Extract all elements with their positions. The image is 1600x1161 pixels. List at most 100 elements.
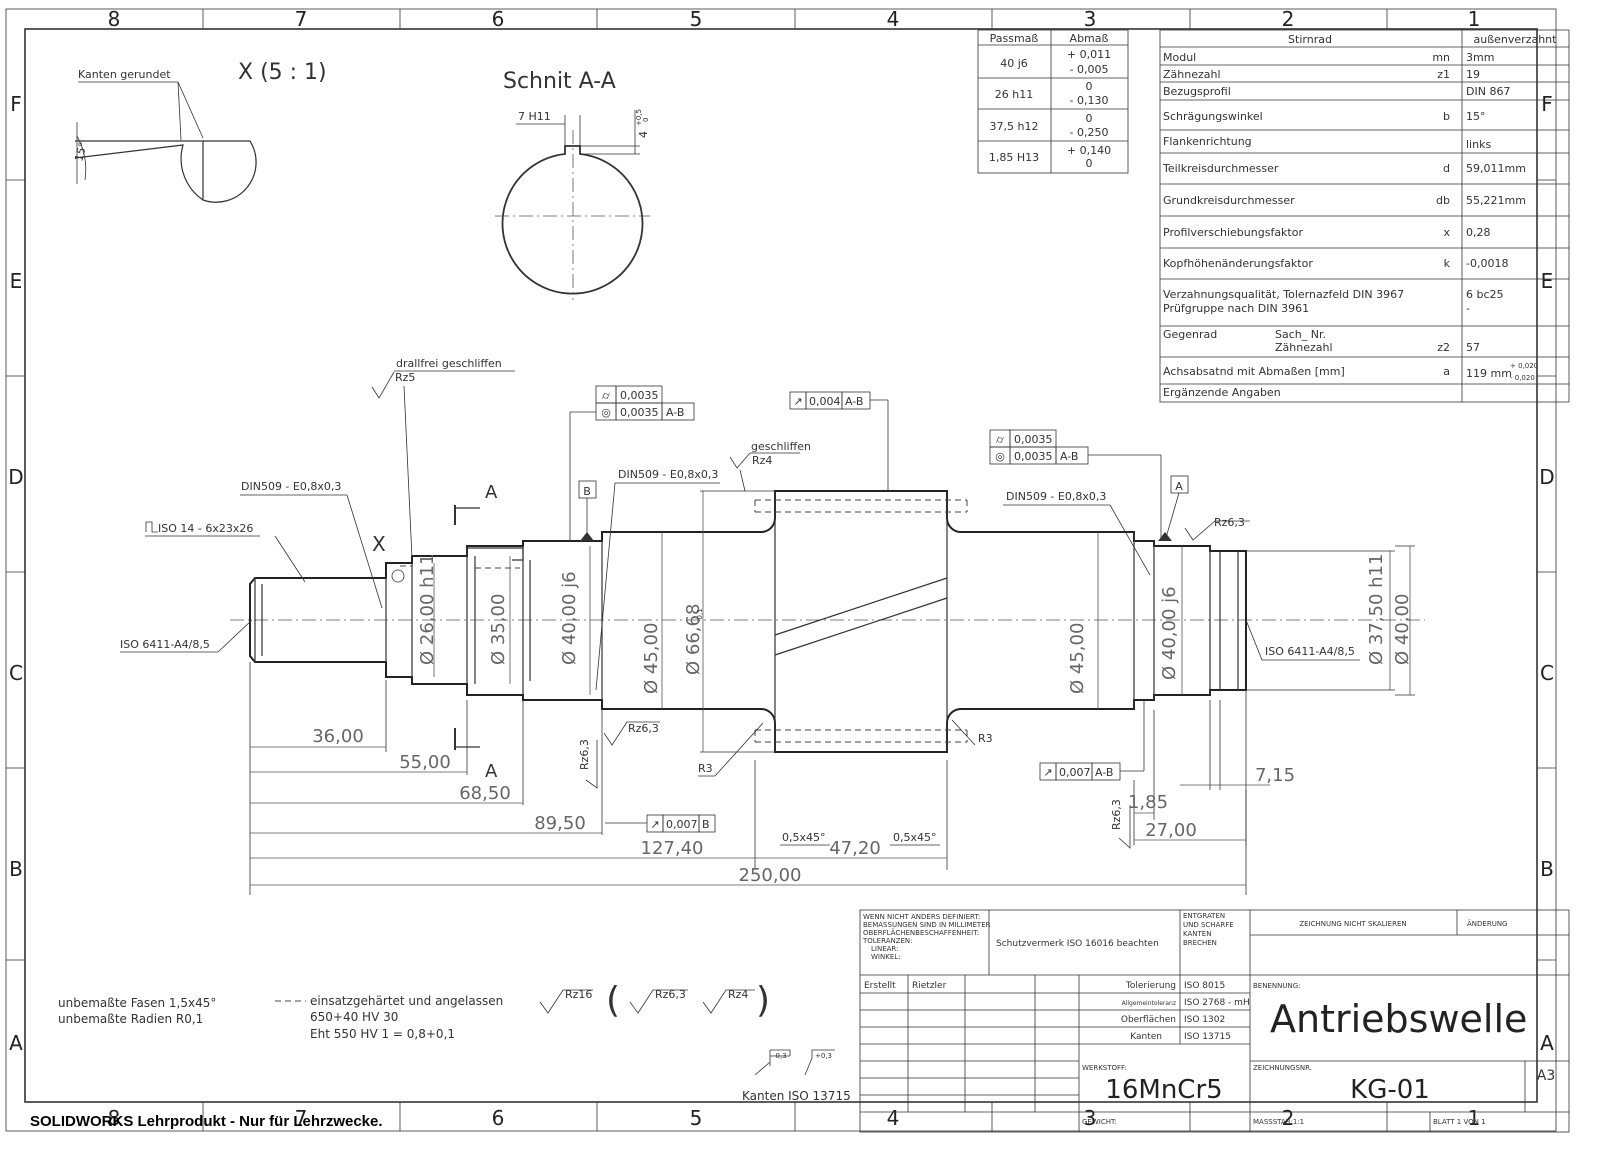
tb-entgraten-3: KANTEN bbox=[1183, 930, 1211, 938]
paren-close-icon: ) bbox=[756, 980, 770, 1021]
tb-allgemein-val: ISO 2768 - mH bbox=[1184, 998, 1250, 1008]
tb-zeichnungsnr: KG-01 bbox=[1350, 1075, 1430, 1105]
section-aa-depth-tol-lower: 0 bbox=[642, 118, 650, 122]
note-drallfrei: drallfrei geschliffen bbox=[396, 357, 502, 370]
tb-benennung: Antriebswelle bbox=[1270, 997, 1527, 1041]
row-label-b-left: B bbox=[9, 857, 23, 881]
col-label-3-top: 3 bbox=[1084, 7, 1097, 31]
gdt-conc-right: 0,0035 bbox=[1014, 450, 1053, 463]
detail-x-marker: X bbox=[372, 532, 386, 556]
gear-row-7-value: 55,221mm bbox=[1466, 194, 1526, 207]
col-label-5-top: 5 bbox=[690, 7, 703, 31]
note-rz63-bottom: Rz6,3 bbox=[655, 988, 686, 1001]
cylindricity-icon: ⌭ bbox=[602, 389, 610, 402]
gear-gegenrad-label: Gegenrad bbox=[1163, 328, 1217, 341]
fit-row-2-fit: 26 h11 bbox=[995, 88, 1033, 101]
gear-row-5-label: Flankenrichtung bbox=[1163, 135, 1252, 148]
gear-achs-value: 119 mm bbox=[1466, 367, 1512, 380]
gear-header-left: Stirnrad bbox=[1288, 33, 1332, 46]
gear-row-6-value: 59,011mm bbox=[1466, 162, 1526, 175]
note-rz63-left-bottom: Rz6,3 bbox=[578, 739, 591, 770]
col-label-4-bottom: 4 bbox=[887, 1106, 900, 1130]
note-rz63-right-bottom: Rz6,3 bbox=[1110, 799, 1123, 830]
detail-x-note: Kanten gerundet bbox=[78, 68, 171, 81]
gear-achs-label: Achsabsatnd mit Abmaßen [mm] bbox=[1163, 365, 1345, 378]
gdt-conc-left: 0,0035 bbox=[620, 406, 659, 419]
detail-x-title: X (5 : 1) bbox=[238, 60, 327, 85]
note-rz5: Rz5 bbox=[395, 371, 415, 384]
gear-row-1-sym: mn bbox=[1432, 51, 1450, 64]
note-chamfer-left: 0,5x45° bbox=[782, 831, 826, 844]
section-aa-title: Schnit A-A bbox=[503, 69, 616, 94]
gear-row-7-label: Grundkreisdurchmesser bbox=[1163, 194, 1295, 207]
section-aa-view: Schnit A-A 7 H11 4 +0,5 0 bbox=[495, 69, 650, 300]
row-label-a-left: A bbox=[9, 1031, 23, 1055]
row-label-f-right: F bbox=[1541, 92, 1553, 116]
gear-row-9-label: Kopfhöhenänderungsfaktor bbox=[1163, 257, 1313, 270]
gdt-runout-right: 0,007 bbox=[1059, 766, 1091, 779]
fit-row-4-upper: + 0,140 bbox=[1067, 144, 1111, 157]
fit-row-4-fit: 1,85 H13 bbox=[989, 151, 1039, 164]
gear-achs-sym: a bbox=[1443, 365, 1450, 378]
fit-row-3-upper: 0 bbox=[1086, 112, 1093, 125]
gdt-runout-right-ref: A-B bbox=[1095, 766, 1113, 779]
gear-row-3-label: Bezugsprofil bbox=[1163, 85, 1231, 98]
col-label-8-bottom: 8 bbox=[108, 1106, 121, 1130]
section-aa-depth: 4 bbox=[637, 131, 650, 138]
detail-x-view: X (5 : 1) Kanten gerundet 15° bbox=[72, 60, 327, 203]
gear-row-2-sym: z1 bbox=[1437, 68, 1450, 81]
gear-quality-label-2: Prüfgruppe nach DIN 3961 bbox=[1163, 302, 1309, 315]
section-aa-width: 7 H11 bbox=[518, 110, 551, 123]
runout-icon-bottom: ↗ bbox=[650, 818, 659, 831]
gear-header-right: außenverzahnt bbox=[1474, 33, 1558, 46]
tb-kanten-val: ISO 13715 bbox=[1184, 1032, 1231, 1042]
fit-row-2-upper: 0 bbox=[1086, 80, 1093, 93]
watermark-text: SOLIDWORKS Lehrprodukt - Nur für Lehrzwe… bbox=[30, 1113, 383, 1130]
gear-row-2-label: Zähnezahl bbox=[1163, 68, 1221, 81]
gear-row-9-sym: k bbox=[1444, 257, 1451, 270]
dim-d40-left: Ø 40,00 j6 bbox=[559, 571, 580, 665]
note-rz63-left-top: Rz6,3 bbox=[628, 722, 659, 735]
dim-l55: 55,00 bbox=[399, 752, 451, 773]
gear-row-8-sym: x bbox=[1443, 226, 1450, 239]
gear-sach-nr-label: Sach_ Nr. bbox=[1275, 328, 1326, 341]
tb-general-2: BEMASSUNGEN SIND IN MILLIMETER bbox=[863, 921, 991, 929]
note-r3-left: R3 bbox=[698, 762, 713, 775]
row-label-b-right: B bbox=[1540, 857, 1554, 881]
gear-row-8-label: Profilverschiebungsfaktor bbox=[1163, 226, 1303, 239]
dim-l8950: 89,50 bbox=[534, 813, 586, 834]
tb-general-4: TOLERANZEN: bbox=[862, 937, 913, 945]
note-radien: unbemaßte Radien R0,1 bbox=[58, 1012, 203, 1026]
dim-l36: 36,00 bbox=[312, 726, 364, 747]
tb-general-3: OBERFLÄCHENBESCHAFFENHEIT: bbox=[863, 928, 979, 937]
gdt-cyl-left: 0,0035 bbox=[620, 389, 659, 402]
gear-row-5-value: links bbox=[1466, 138, 1491, 151]
gear-data-table: Stirnrad außenverzahnt Modul mn 3mm Zähn… bbox=[1159, 29, 1570, 403]
section-cut-a-bottom: A bbox=[485, 761, 498, 782]
tb-general-1: WENN NICHT ANDERS DEFINIERT: bbox=[863, 913, 980, 921]
tb-massstab: MASSSTAB:1:1 bbox=[1253, 1118, 1304, 1126]
runout-icon-right: ↗ bbox=[1043, 766, 1052, 779]
tb-gewicht-label: GEWICHT: bbox=[1082, 1118, 1117, 1126]
gear-row-3-value: DIN 867 bbox=[1466, 85, 1510, 98]
col-label-5-bottom: 5 bbox=[690, 1106, 703, 1130]
tb-allgemein: Allgemeintoleranz bbox=[1122, 1000, 1176, 1007]
dim-d3750: Ø 37,50 h11 bbox=[1366, 554, 1387, 665]
tb-tolerierung-val: ISO 8015 bbox=[1184, 981, 1225, 991]
note-rz16: Rz16 bbox=[565, 988, 592, 1001]
fit-table-header-fit: Passmaß bbox=[990, 32, 1039, 45]
tb-zeichnungsnr-label: ZEICHNUNGSNR. bbox=[1253, 1064, 1312, 1072]
row-label-c-left: C bbox=[9, 661, 23, 685]
gear-quality-label-1: Verzahnungsqualität, Tolernazfeld DIN 39… bbox=[1163, 288, 1404, 301]
gear-quality-value-2: - bbox=[1466, 302, 1470, 315]
note-din509-mid: DIN509 - E0,8x0,3 bbox=[618, 468, 718, 481]
gear-zaehnezahl-label: Zähnezahl bbox=[1275, 341, 1333, 354]
tb-general-6: WINKEL: bbox=[871, 953, 901, 961]
note-spline: ISO 14 - 6x23x26 bbox=[158, 522, 253, 535]
fit-row-4-lower: 0 bbox=[1086, 157, 1093, 170]
note-din509-left: DIN509 - E0,8x0,3 bbox=[241, 480, 341, 493]
note-center-left: ISO 6411-A4/8,5 bbox=[120, 638, 210, 651]
datum-a-label: A bbox=[1175, 480, 1183, 493]
gdt-conc-right-ref: A-B bbox=[1060, 450, 1078, 463]
